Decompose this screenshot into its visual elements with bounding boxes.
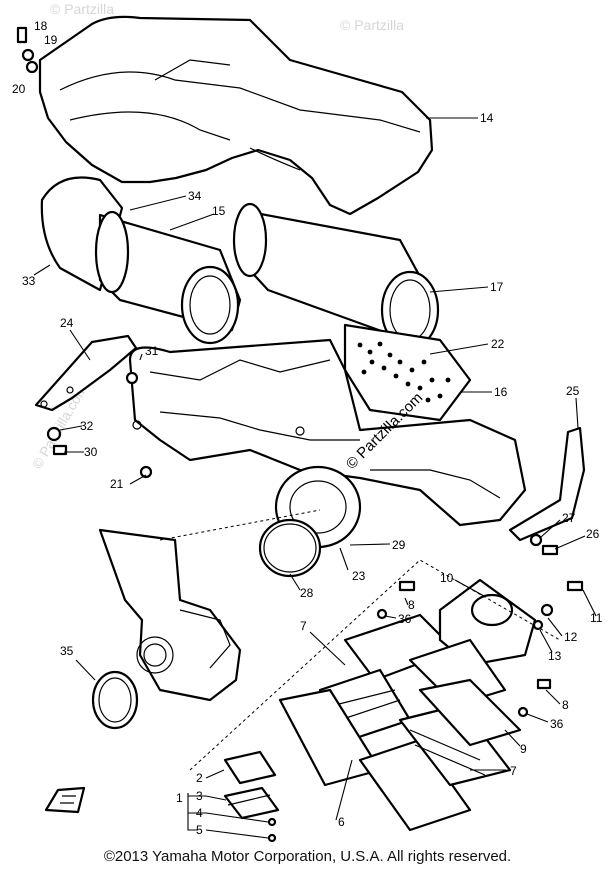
callout-30: 30 — [84, 445, 98, 459]
callout-8-upper: 8 — [408, 598, 415, 612]
callout-24: 24 — [60, 316, 74, 330]
callout-13: 13 — [548, 649, 562, 663]
callout-11: 11 — [590, 611, 603, 625]
reed-valve-assembly — [189, 559, 561, 832]
callout-34: 34 — [188, 189, 202, 203]
callout-36-upper: 36 — [398, 612, 412, 626]
callout-labels: 18 19 20 14 34 15 33 17 24 31 22 25 16 3… — [12, 19, 603, 837]
callout-20: 20 — [12, 82, 26, 96]
air-box-cover — [38, 15, 434, 216]
carburetor-assembly — [98, 509, 321, 702]
callout-25: 25 — [566, 384, 580, 398]
callout-32: 32 — [80, 419, 94, 433]
callout-8-lower: 8 — [562, 698, 569, 712]
callout-17: 17 — [490, 280, 504, 294]
copyright-notice: ©2013 Yamaha Motor Corporation, U.S.A. A… — [103, 848, 512, 865]
callout-23: 23 — [352, 569, 366, 583]
callout-4: 4 — [196, 806, 203, 820]
callout-3: 3 — [196, 789, 203, 803]
callout-29: 29 — [392, 538, 406, 552]
callout-36-lower: 36 — [550, 717, 564, 731]
callout-7-lower: 7 — [510, 764, 517, 778]
callout-16: 16 — [494, 385, 508, 399]
intake-duct-right — [232, 202, 440, 350]
callout-31: 31 — [145, 344, 159, 358]
callout-27: 27 — [562, 511, 576, 525]
callout-2: 2 — [196, 771, 203, 785]
callout-26: 26 — [586, 527, 600, 541]
watermark-top-right: © Partzilla — [340, 17, 404, 33]
reed-petal — [223, 750, 277, 785]
intake-duct-left — [40, 176, 242, 345]
leader-lines — [33, 117, 597, 839]
hose-band — [258, 518, 322, 578]
callout-19: 19 — [44, 33, 58, 47]
reed-stopper — [223, 786, 280, 820]
bracket-right — [508, 426, 586, 542]
callout-28: 28 — [300, 586, 314, 600]
callout-1: 1 — [176, 791, 183, 805]
watermark-top-left: © Partzilla — [50, 1, 114, 17]
callout-5: 5 — [196, 823, 203, 837]
callout-18: 18 — [34, 19, 48, 33]
hardware-bolts — [16, 26, 584, 843]
callout-10: 10 — [440, 571, 454, 585]
callout-7-upper: 7 — [300, 619, 307, 633]
hose-clamp — [91, 670, 139, 730]
bracket-left — [34, 334, 138, 412]
callout-35: 35 — [60, 644, 74, 658]
callout-6: 6 — [338, 815, 345, 829]
callout-12: 12 — [564, 630, 578, 644]
callout-9: 9 — [520, 742, 527, 756]
callout-22: 22 — [491, 337, 505, 351]
callout-33: 33 — [22, 274, 36, 288]
arrow-logo-icon — [44, 786, 86, 814]
callout-15: 15 — [212, 204, 226, 218]
callout-14: 14 — [480, 111, 494, 125]
callout-21: 21 — [110, 477, 124, 491]
air-box-case — [128, 338, 527, 527]
